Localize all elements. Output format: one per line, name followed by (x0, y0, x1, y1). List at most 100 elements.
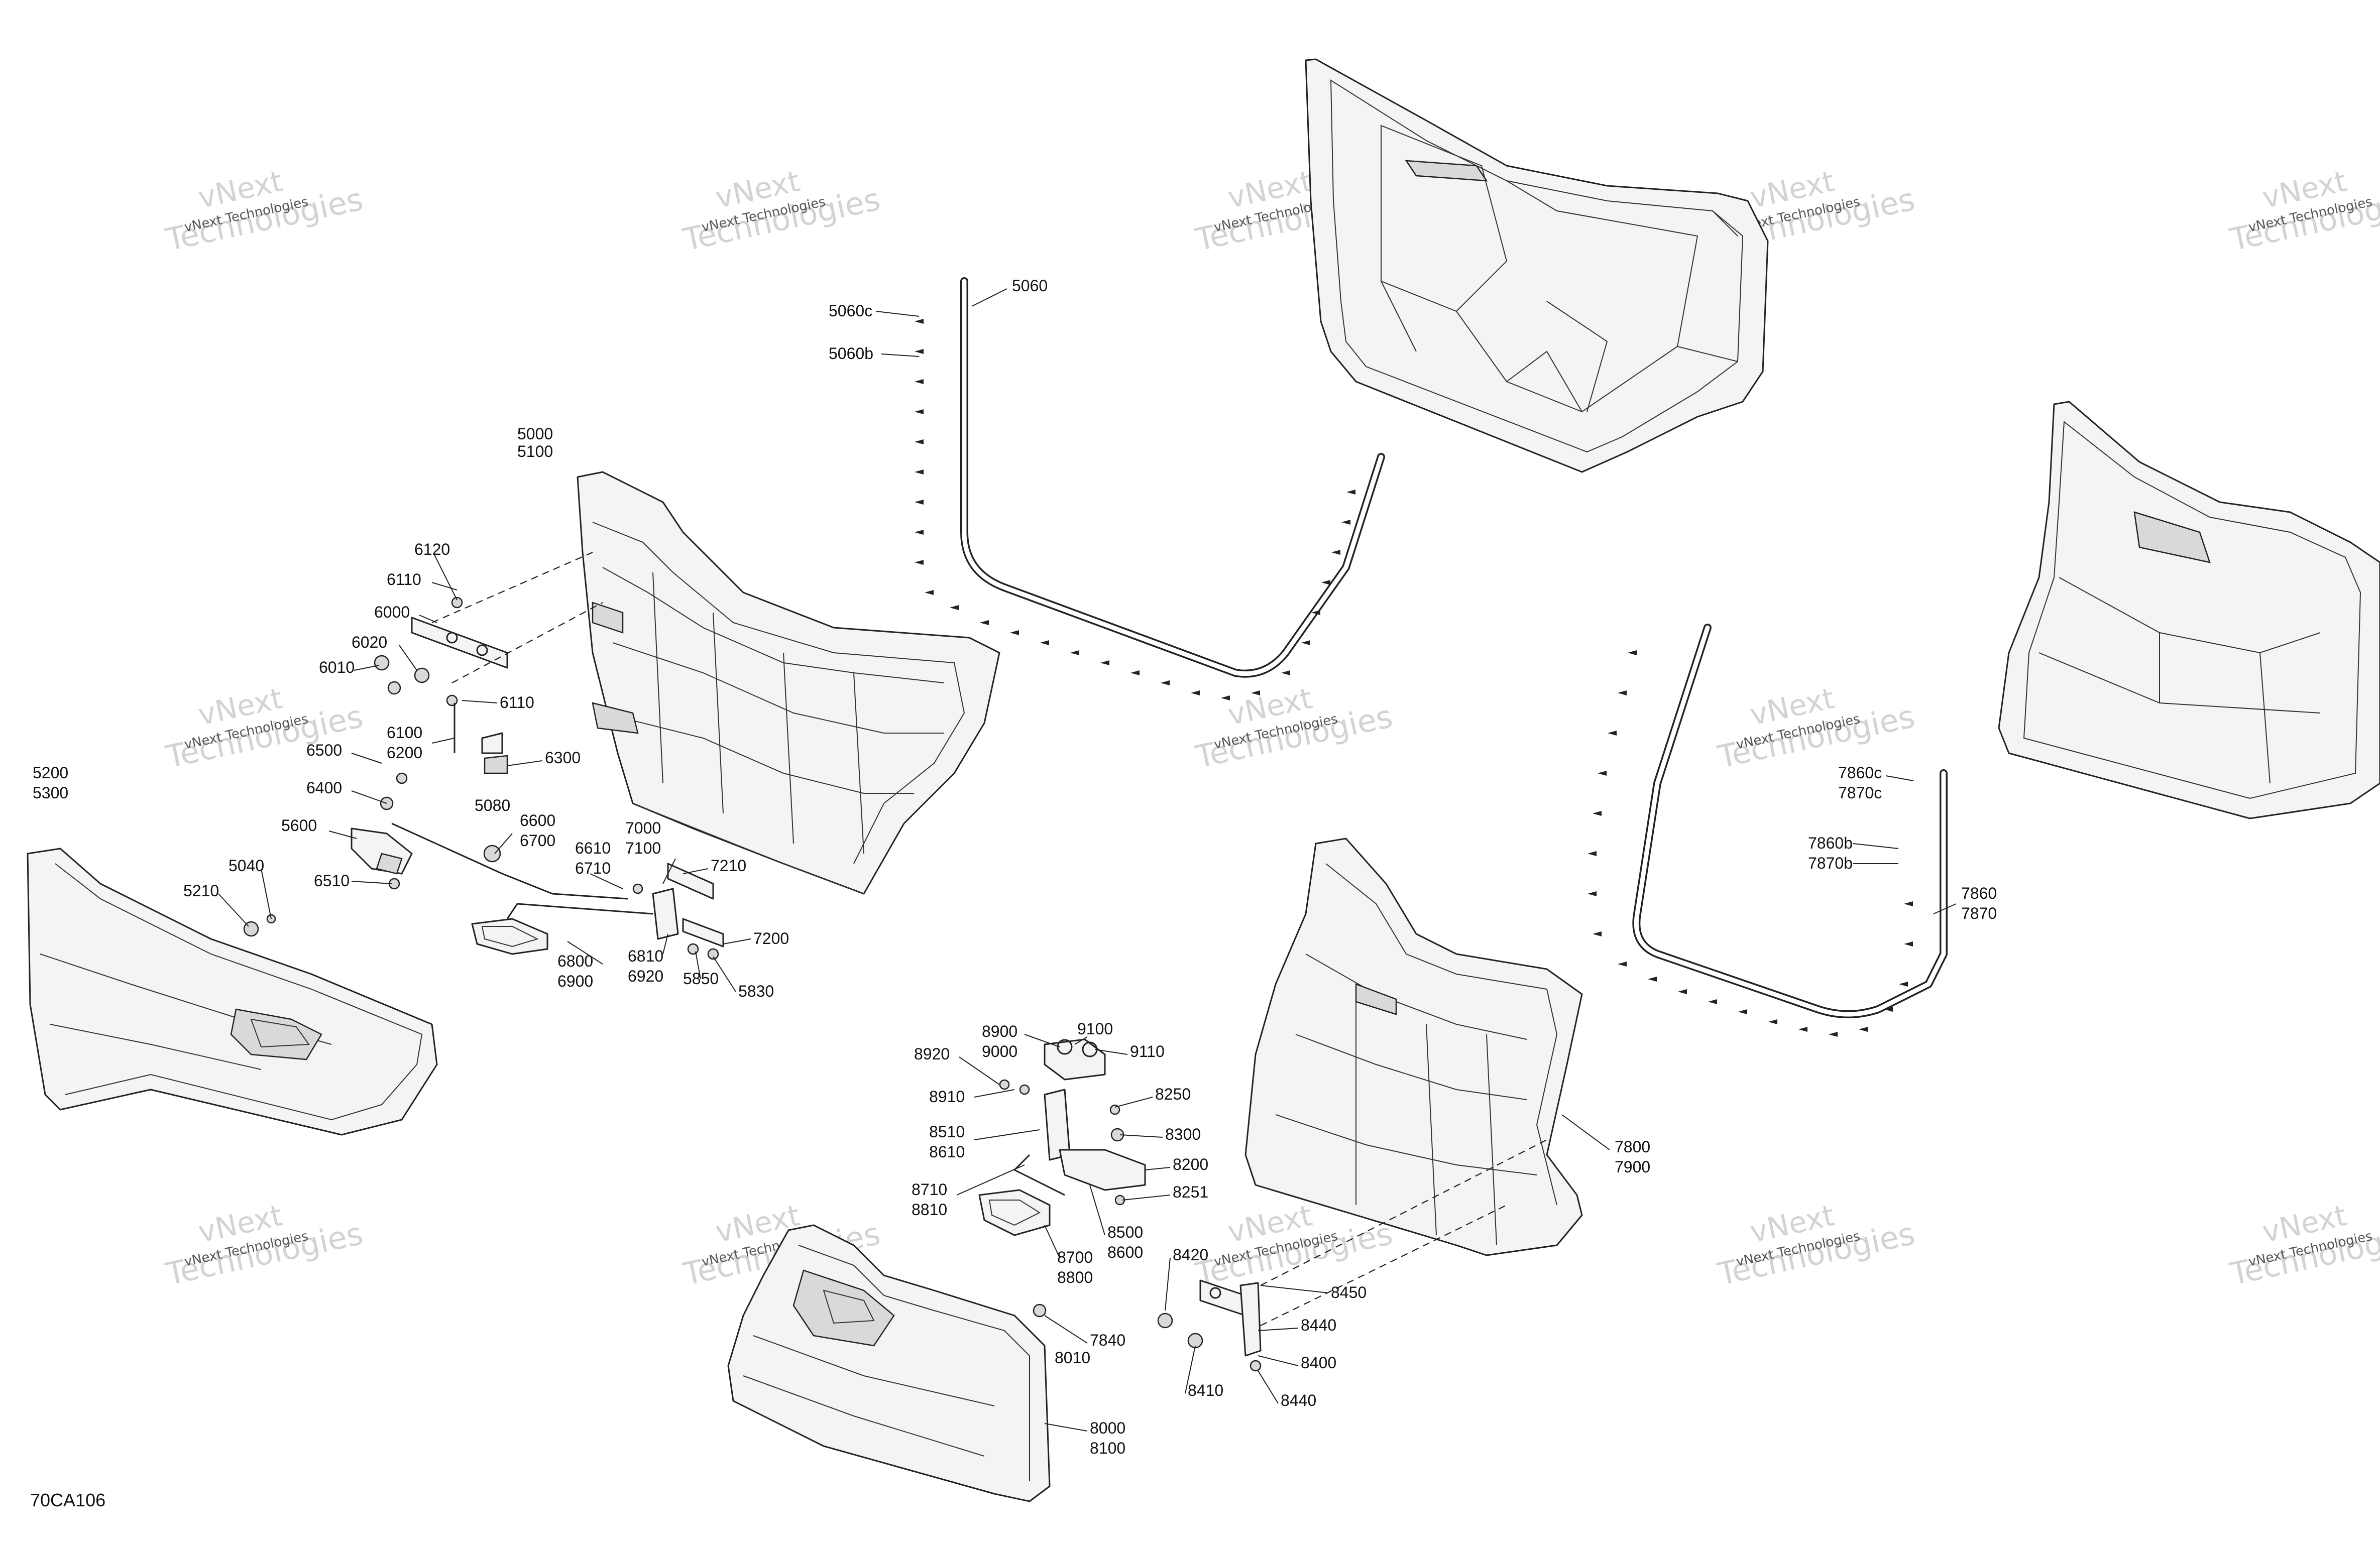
leader-line (695, 951, 701, 980)
seal-clip (1161, 680, 1170, 685)
callout-8500: 8500 (1107, 1223, 1143, 1241)
seal-clip (1899, 982, 1908, 987)
seal-clip (1628, 650, 1637, 655)
seal-clip (1588, 851, 1597, 856)
callout-6120: 6120 (414, 540, 450, 558)
rear-door-outer-panel (727, 1224, 1051, 1502)
seal-clip (1010, 630, 1019, 635)
seal-clip (915, 319, 924, 324)
callout-6610: 6610 (575, 839, 611, 857)
seal-clips (915, 319, 1913, 1037)
leader-line (590, 873, 623, 889)
leader-line (662, 933, 668, 955)
seal-clip (1593, 811, 1602, 816)
leader-line (1119, 1134, 1163, 1138)
seal-clip (1708, 999, 1717, 1004)
leader-line (1853, 843, 1899, 849)
seal-clip (1221, 695, 1230, 700)
callout-6900: 6900 (557, 972, 593, 990)
seal-clip (1648, 977, 1657, 982)
callout-8440: 8440 (1301, 1316, 1336, 1334)
leader-line (974, 1089, 1015, 1098)
leader-line (1185, 1345, 1196, 1394)
seal-clip (915, 500, 924, 505)
callout-9100: 9100 (1077, 1020, 1113, 1038)
callout-8400: 8400 (1301, 1354, 1336, 1372)
leader-line (971, 288, 1007, 307)
seal-clip (1070, 650, 1079, 655)
callout-8900: 8900 (982, 1022, 1017, 1040)
seal-5060 (960, 277, 1385, 678)
seal-clip (1341, 520, 1350, 525)
callout-5300: 5300 (33, 784, 68, 802)
callout-5040: 5040 (229, 857, 264, 875)
leader-line (1885, 775, 1914, 781)
leader-line (351, 881, 392, 884)
seal-clip (1904, 901, 1913, 906)
seal-clip (1768, 1019, 1777, 1024)
rear-door-frame-upper (1305, 58, 1769, 473)
callout-7860b: 7860b (1808, 834, 1853, 852)
seal-clip (1884, 1007, 1893, 1012)
seal-clip (1301, 640, 1310, 645)
seal-clip (1598, 771, 1607, 776)
callout-7860c: 7860c (1838, 764, 1882, 782)
seal-clip (1311, 610, 1320, 615)
callout-6100: 6100 (387, 724, 422, 742)
seal-clip (1618, 690, 1627, 695)
callout-8450: 8450 (1331, 1283, 1367, 1301)
callout-5600: 5600 (281, 816, 317, 835)
leader-line (1561, 1114, 1610, 1150)
front-door-outer-panel (27, 848, 438, 1136)
seal-clip (980, 620, 989, 625)
figure-code: 70CA106 (30, 1490, 105, 1510)
callout-8100: 8100 (1090, 1439, 1125, 1457)
hinge-hardware-rear (1033, 1279, 1262, 1372)
callout-8810: 8810 (912, 1201, 947, 1219)
callout-6010: 6010 (319, 658, 355, 676)
leader-line (419, 615, 437, 623)
callout-5850: 5850 (683, 970, 719, 988)
callout-8910: 8910 (929, 1088, 965, 1106)
seal-clip (1593, 931, 1602, 936)
leader-line (261, 868, 272, 919)
seal-clip (1608, 731, 1617, 736)
callout-7210: 7210 (711, 857, 746, 875)
callout-5100: 5100 (517, 442, 553, 460)
callout-9000: 9000 (982, 1042, 1017, 1060)
callout-8251: 8251 (1173, 1183, 1208, 1201)
leader-line (494, 833, 513, 854)
leader-line (662, 858, 676, 884)
front-door-core-frame (577, 471, 1000, 895)
leader-line (1114, 1097, 1153, 1108)
callout-5200: 5200 (33, 764, 68, 782)
callout-5060: 5060 (1012, 277, 1048, 295)
callout-8510: 8510 (929, 1123, 965, 1141)
seal-clip (1738, 1009, 1747, 1014)
rear-door-frame-right (1998, 401, 2380, 819)
callout-8920: 8920 (914, 1045, 950, 1063)
leader-line (1089, 1184, 1105, 1236)
seal-clip (1130, 670, 1140, 675)
seal-clip (1331, 550, 1340, 555)
seal-clip (1251, 690, 1260, 695)
leader-line (399, 645, 417, 671)
callout-8010: 8010 (1055, 1349, 1090, 1367)
callout-8700: 8700 (1057, 1248, 1093, 1266)
leader-line (713, 956, 736, 992)
leader-line (1933, 903, 1957, 914)
seal-clip (915, 469, 924, 474)
seal-clip (1829, 1032, 1838, 1037)
callout-8800: 8800 (1057, 1268, 1093, 1286)
seal-clip (1904, 941, 1913, 946)
leader-line (1258, 1355, 1299, 1366)
leader-line (1122, 1195, 1171, 1201)
callout-6600: 6600 (520, 811, 555, 829)
leader-line (507, 760, 543, 766)
